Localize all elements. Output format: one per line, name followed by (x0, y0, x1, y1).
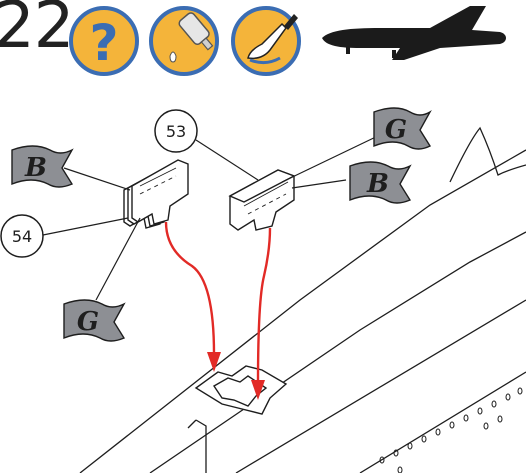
callout-54-label: 54 (12, 227, 32, 246)
part-53-antenna (228, 169, 296, 231)
flag-bottom-left-label: G (77, 307, 99, 337)
part-54-antenna (123, 159, 189, 229)
window-row (379, 387, 523, 473)
placement-arrow-left (164, 221, 216, 355)
callout-54: 54 (0, 214, 44, 258)
mounting-socket (194, 365, 288, 415)
flag-right-label: B (366, 169, 389, 199)
flag-left: B (11, 145, 74, 188)
callout-53-label: 53 (166, 122, 186, 141)
glue-icon (149, 6, 219, 76)
flag-bottom-left: G (63, 299, 126, 342)
arrowhead-left (207, 352, 221, 372)
callout-53: 53 (154, 109, 198, 153)
question-icon: ? (69, 6, 139, 76)
airplane-silhouette-icon (322, 6, 506, 60)
arrowhead-right (251, 380, 265, 400)
question-mark: ? (89, 14, 118, 72)
placement-arrow-right (256, 227, 272, 385)
flag-top-right: G (373, 107, 432, 150)
leader-lines (37, 133, 383, 301)
flag-top-right-label: G (385, 115, 407, 145)
paint-brush-icon (231, 6, 301, 76)
flag-left-label: B (24, 153, 47, 183)
step-number: 22 (0, 0, 74, 63)
flag-right: B (349, 161, 412, 204)
fuselage-outline (79, 126, 526, 473)
